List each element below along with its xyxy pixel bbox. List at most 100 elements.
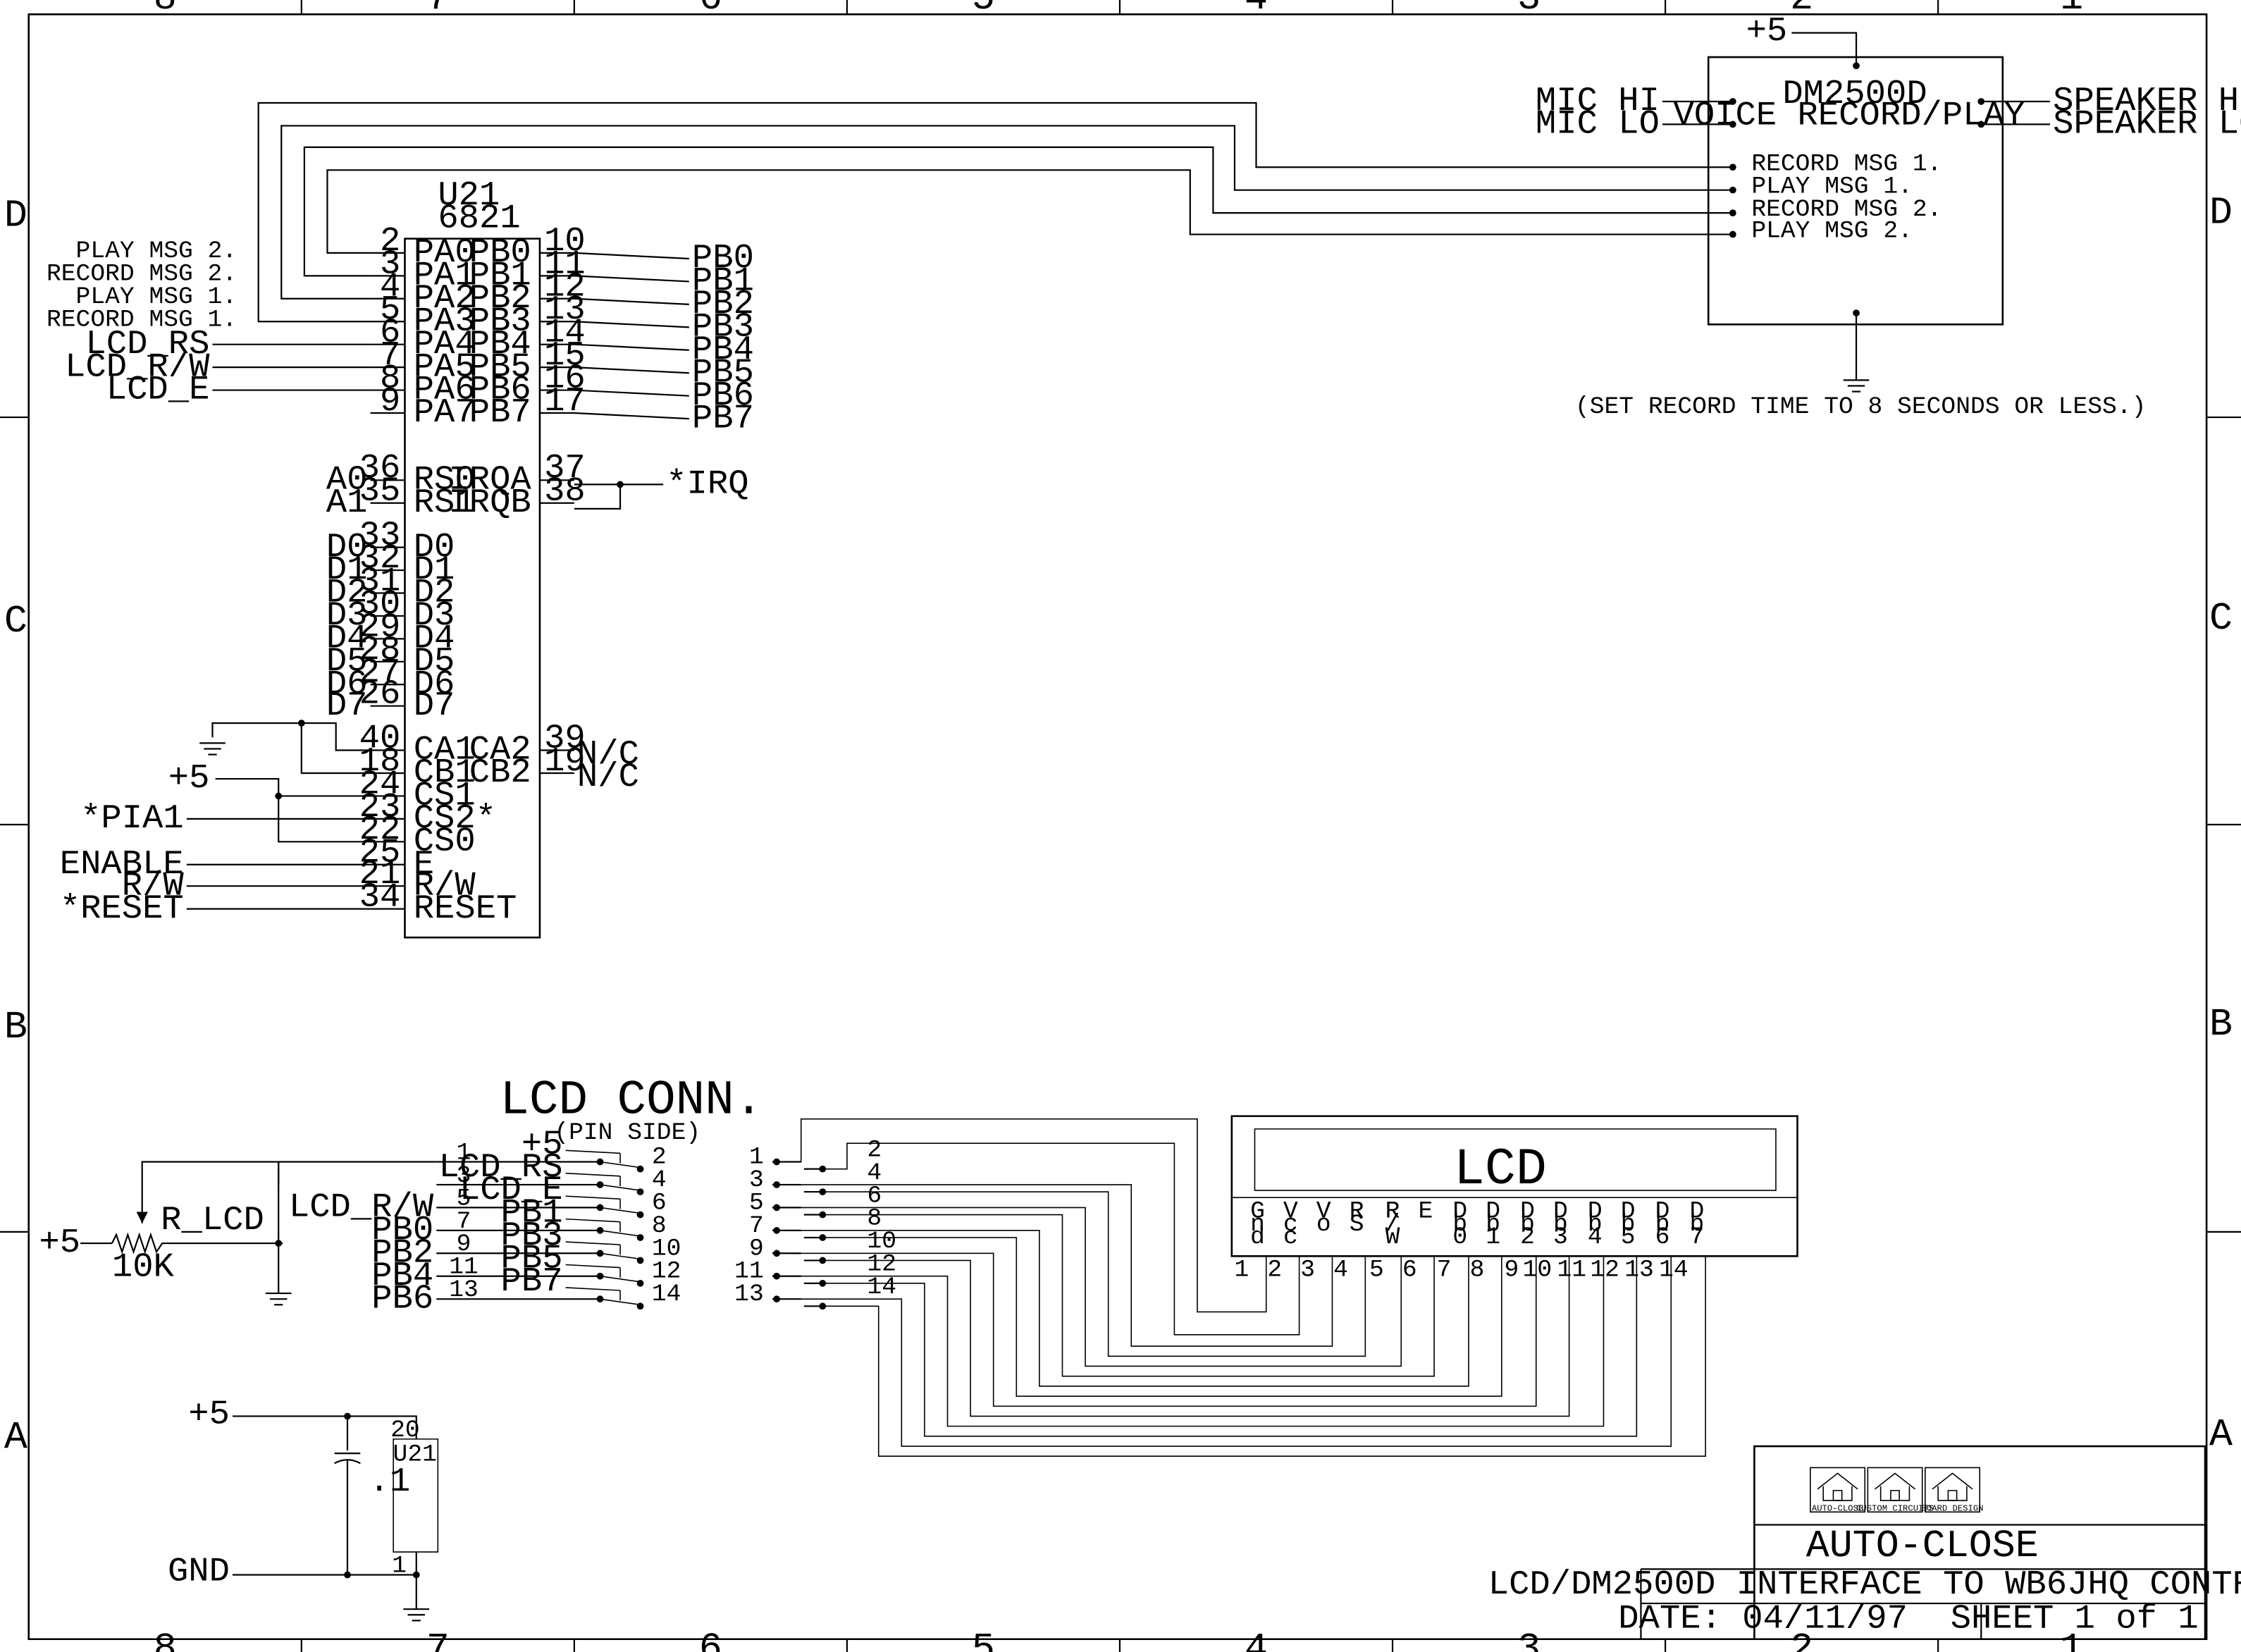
title-block-date: DATE: 04/11/97	[1618, 1599, 1908, 1639]
title-block-title: AUTO-CLOSE	[1806, 1524, 2039, 1568]
pia-pin-number: 35	[359, 471, 401, 511]
pia-net-label: PLAY MSG 2.	[76, 238, 237, 265]
pia-net-label: ENABLE	[60, 844, 184, 884]
row-label-right: D	[2209, 191, 2233, 235]
ribbon-pin-odd: 11	[734, 1258, 764, 1286]
junction-dot	[773, 1250, 780, 1257]
lcd-conn-pin-number: 9	[457, 1231, 471, 1258]
lcd-pin-number: 3	[1300, 1257, 1315, 1284]
pia-pin-number: 7	[380, 335, 400, 375]
title-block-sheet: SHEET 1 of 1	[1951, 1599, 2199, 1639]
lcd-pin-legend: /	[1385, 1211, 1400, 1238]
pia-pin-number: 38	[544, 471, 586, 511]
junction-dot	[1977, 98, 1985, 105]
lcd-pin-legend: 0	[1452, 1223, 1467, 1251]
pb-net-label: PB2	[692, 284, 754, 323]
row-label-right: A	[2209, 1413, 2233, 1457]
ribbon-wire-to-lcd-pin-12	[822, 1256, 1636, 1436]
junction-dot	[636, 1257, 644, 1264]
pia-pin-number: 15	[544, 335, 586, 375]
pia-pin-number: 34	[359, 877, 401, 917]
border-frame	[29, 14, 2206, 1639]
pia-pin-number: 39	[544, 719, 586, 758]
pia-pin-name: PB7	[469, 393, 531, 432]
pia-pin-number: 30	[359, 584, 401, 624]
lcd-conn-pin-number: 6	[652, 1189, 667, 1216]
pia-net-label: D6	[326, 665, 368, 704]
pia-pin-name: R/W	[414, 865, 476, 905]
dm2500d-message-label: RECORD MSG 2.	[1751, 196, 1941, 223]
lcd-pin-legend: 3	[1553, 1223, 1568, 1251]
decoupling-supply-label: +5	[188, 1395, 230, 1434]
ribbon-pin-odd: 13	[734, 1281, 764, 1308]
pia-pin-name: PA0	[414, 233, 476, 272]
pb-net-wire	[574, 345, 689, 350]
lcd-conn-pair-wire	[600, 1207, 641, 1213]
lcd-pin-legend: b	[1655, 1211, 1670, 1238]
pia-net-label: R/W	[122, 865, 185, 905]
pia-net-label: A0	[326, 460, 368, 500]
lcd-pin-legend: d	[1250, 1223, 1265, 1251]
title-logo-frame	[1925, 1467, 1980, 1512]
ribbon-pin-even: 14	[867, 1274, 896, 1301]
pb-net-wire	[574, 321, 689, 327]
lcd-conn-even-wire	[566, 1196, 620, 1199]
lcd-pin-legend: b	[1621, 1211, 1636, 1238]
pia-pin-name: CS1	[414, 776, 476, 815]
row-label-right: B	[2209, 1003, 2233, 1047]
row-label-left: D	[4, 194, 27, 238]
pia-net-label: PLAY MSG 1.	[76, 283, 237, 311]
pia-pin-name: IRQA	[448, 460, 531, 500]
lcd-conn-pin-number: 10	[652, 1235, 681, 1262]
lcd-pin-legend: b	[1452, 1211, 1467, 1238]
pia-net-label: LCD_RS	[85, 324, 209, 364]
cap-value: .1	[369, 1462, 411, 1501]
column-label-bottom: 8	[154, 1627, 177, 1652]
play-msg2-wire	[327, 170, 1729, 253]
pia-net-label: *RESET	[60, 889, 184, 928]
title-logo-house-icon	[1875, 1474, 1915, 1501]
lcd-pin-legend: o	[1316, 1211, 1331, 1238]
cb1-ground-wire	[302, 723, 371, 773]
ribbon-pin-even: 10	[867, 1228, 896, 1255]
pia-pin-name: CB1	[414, 753, 476, 792]
dm2500d-message-label: PLAY MSG 2.	[1751, 218, 1913, 245]
nc-label: N/C	[577, 734, 639, 774]
pia-pin-number: 10	[544, 221, 586, 261]
lcd-conn-even-wire	[566, 1264, 620, 1267]
lcd-pin-legend: 5	[1621, 1223, 1636, 1251]
lcd-conn-even-wire	[566, 1150, 620, 1153]
lcd-pin-legend: V	[1283, 1198, 1298, 1226]
lcd-pin-number: 9	[1505, 1257, 1519, 1284]
lcd-pin-legend: V	[1316, 1198, 1331, 1226]
junction-dot	[773, 1272, 780, 1280]
lcd-pin-legend: W	[1385, 1223, 1400, 1251]
lcd-conn-title: LCD CONN.	[500, 1073, 763, 1128]
column-label-top: 1	[2060, 0, 2083, 20]
lcd-pin-legend: b	[1553, 1211, 1568, 1238]
junction-dot	[636, 1165, 644, 1173]
lcd-pin-legend: D	[1452, 1198, 1467, 1226]
pia-pin-number: 5	[380, 290, 400, 329]
lcd-conn-pair-wire	[600, 1185, 641, 1190]
lcd-pin-number: 2	[1267, 1257, 1282, 1284]
row-label-left: B	[4, 1006, 27, 1049]
title-logo-caption: CUSTOM CIRCUITS	[1856, 1503, 1934, 1513]
lcd-conn-net-label: PB2	[371, 1233, 433, 1273]
pb-net-wire	[574, 276, 689, 281]
pia-pin-name: PB4	[469, 324, 531, 364]
pia-pin-name: D0	[414, 527, 455, 567]
lcd-pin-legend: 1	[1486, 1223, 1500, 1251]
speaker-label: SPEAKER LO	[2053, 104, 2241, 144]
lcd-body	[1232, 1116, 1798, 1257]
decoupling-ground-wire	[233, 1552, 416, 1574]
pb-net-wire	[574, 413, 689, 419]
lcd-pin-number: 1	[1235, 1257, 1249, 1284]
pia-pin-name: RS0	[414, 460, 476, 500]
pb-net-label: PB3	[692, 307, 754, 347]
pia-pin-name: D2	[414, 573, 455, 612]
lcd-pin-legend: D	[1520, 1198, 1535, 1226]
dm2500d-power-label: +5	[1746, 11, 1788, 51]
title-logo-door-icon	[1891, 1491, 1899, 1500]
lcd-pin-legend: D	[1553, 1198, 1568, 1226]
